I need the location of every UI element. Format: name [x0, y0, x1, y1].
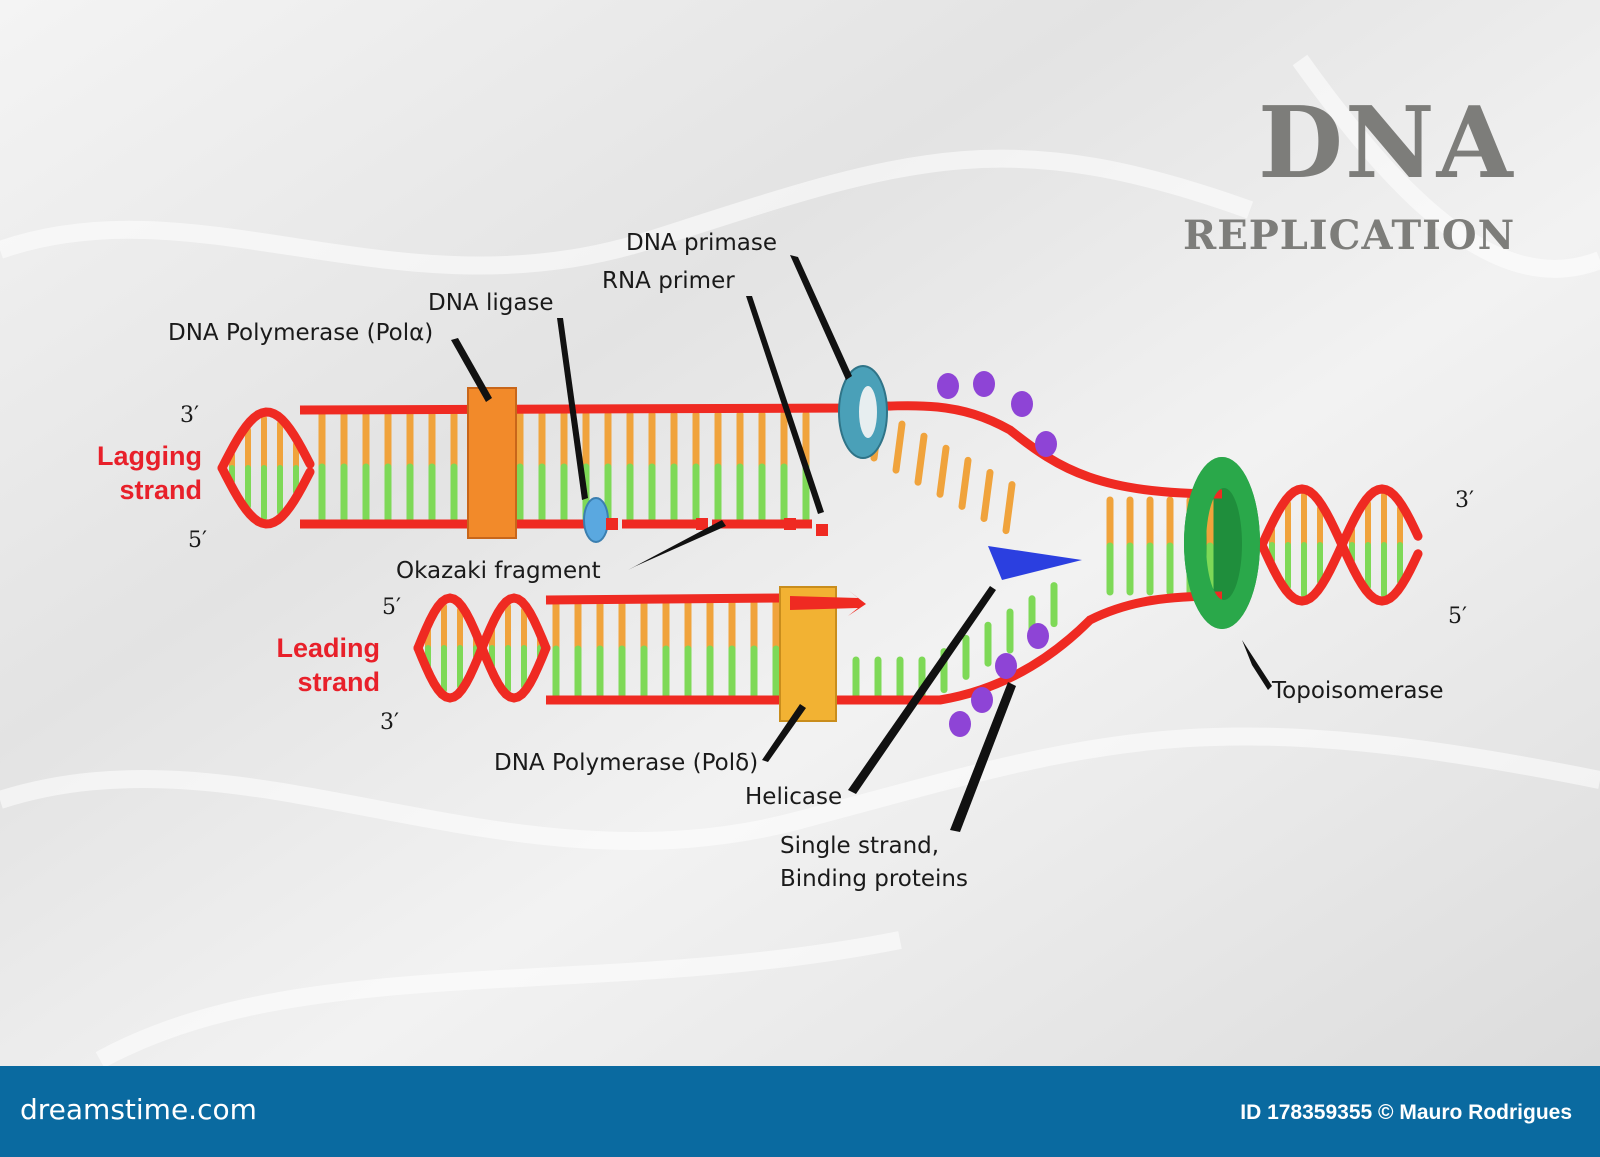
- leader-ligase: [557, 318, 588, 500]
- dna-polymerase-alpha: [467, 387, 517, 539]
- rna-primer-3: [816, 524, 828, 536]
- binding-protein-6: [971, 687, 993, 713]
- lagging-template-base: [936, 444, 950, 498]
- footer-brand[interactable]: dreamstime.com: [20, 1093, 257, 1126]
- binding-proteins: [937, 371, 1057, 737]
- lagging-template-base: [958, 456, 972, 510]
- dna-ligase: [583, 497, 609, 543]
- lagging-template-base: [1002, 481, 1016, 535]
- end-lagging-3prime: 3′: [180, 403, 199, 428]
- footer-bar: dreamstime.com ID 178359355 © Mauro Rodr…: [0, 1066, 1600, 1157]
- lagging-template-base: [892, 420, 906, 474]
- label-rna-primer: RNA primer: [602, 268, 735, 294]
- leader-primase: [790, 255, 852, 380]
- silk-folds: [0, 54, 1600, 1066]
- label-okazaki-fragment: Okazaki fragment: [396, 558, 601, 584]
- binding-protein-0: [937, 373, 959, 399]
- leader-ssb: [950, 682, 1016, 832]
- lagging-strand-label: Lagging strand: [97, 441, 202, 505]
- lagging-helix-strand-b: [217, 463, 315, 529]
- rna-primer-1: [696, 518, 708, 530]
- binding-protein-1: [973, 371, 995, 397]
- label-helicase: Helicase: [745, 784, 843, 810]
- label-binding-proteins: Single strand, Binding proteins: [780, 833, 968, 893]
- lagging-template-base: [980, 469, 994, 522]
- leader-topoisomerase: [1242, 640, 1272, 690]
- lagging-helix-strand-a: [217, 407, 315, 473]
- topoisomerase: [1184, 457, 1260, 629]
- binding-protein-2: [1011, 391, 1033, 417]
- title-dna: DNA: [1258, 86, 1515, 201]
- right-helix-strand-b: [1257, 484, 1423, 606]
- end-right-5prime: 5′: [1448, 604, 1467, 629]
- leader-helicase: [848, 586, 996, 794]
- rna-primers: [606, 518, 828, 536]
- leader-okazaki: [628, 520, 726, 570]
- end-leading-5prime: 5′: [382, 595, 401, 620]
- binding-protein-5: [995, 653, 1017, 679]
- lagging-top-backbone: [299, 401, 1223, 499]
- backbones: [217, 401, 1423, 705]
- binding-protein-4: [1027, 623, 1049, 649]
- footer-credit: ID 178359355 © Mauro Rodrigues: [1240, 1101, 1572, 1124]
- leader-rna-primer: [746, 296, 824, 514]
- label-dna-primase: DNA primase: [626, 230, 778, 256]
- leader-pol-alpha: [451, 338, 492, 402]
- binding-protein-7: [949, 711, 971, 737]
- leading-helix-strand-b: [413, 593, 551, 703]
- label-dna-polymerase-delta: DNA Polymerase (Polδ): [494, 750, 759, 776]
- rna-primer-0: [606, 518, 618, 530]
- diagram-canvas: DNA REPLICATION Lagging strand Leading s…: [0, 0, 1600, 1066]
- base-pairs: [229, 408, 1403, 702]
- end-leading-3prime: 3′: [380, 710, 399, 735]
- leading-strand-label: Leading strand: [276, 633, 380, 697]
- diagram-graphic: [0, 0, 1600, 1066]
- leader-lines: [451, 255, 1272, 832]
- label-dna-ligase: DNA ligase: [428, 290, 554, 316]
- lagging-template-base: [914, 432, 928, 486]
- leader-pol-delta: [762, 704, 806, 762]
- leading-top-backbone: [545, 593, 781, 605]
- dna-primase-hole: [859, 386, 877, 438]
- label-topoisomerase: Topoisomerase: [1272, 678, 1444, 704]
- binding-protein-3: [1035, 431, 1057, 457]
- rna-primer-2: [784, 518, 796, 530]
- title-replication: REPLICATION: [1183, 212, 1516, 259]
- label-dna-polymerase-alpha: DNA Polymerase (Polα): [168, 320, 434, 346]
- end-right-3prime: 3′: [1455, 488, 1474, 513]
- end-lagging-5prime: 5′: [188, 528, 207, 553]
- polymerase-direction-arrow: [790, 590, 866, 616]
- helicase: [988, 546, 1082, 580]
